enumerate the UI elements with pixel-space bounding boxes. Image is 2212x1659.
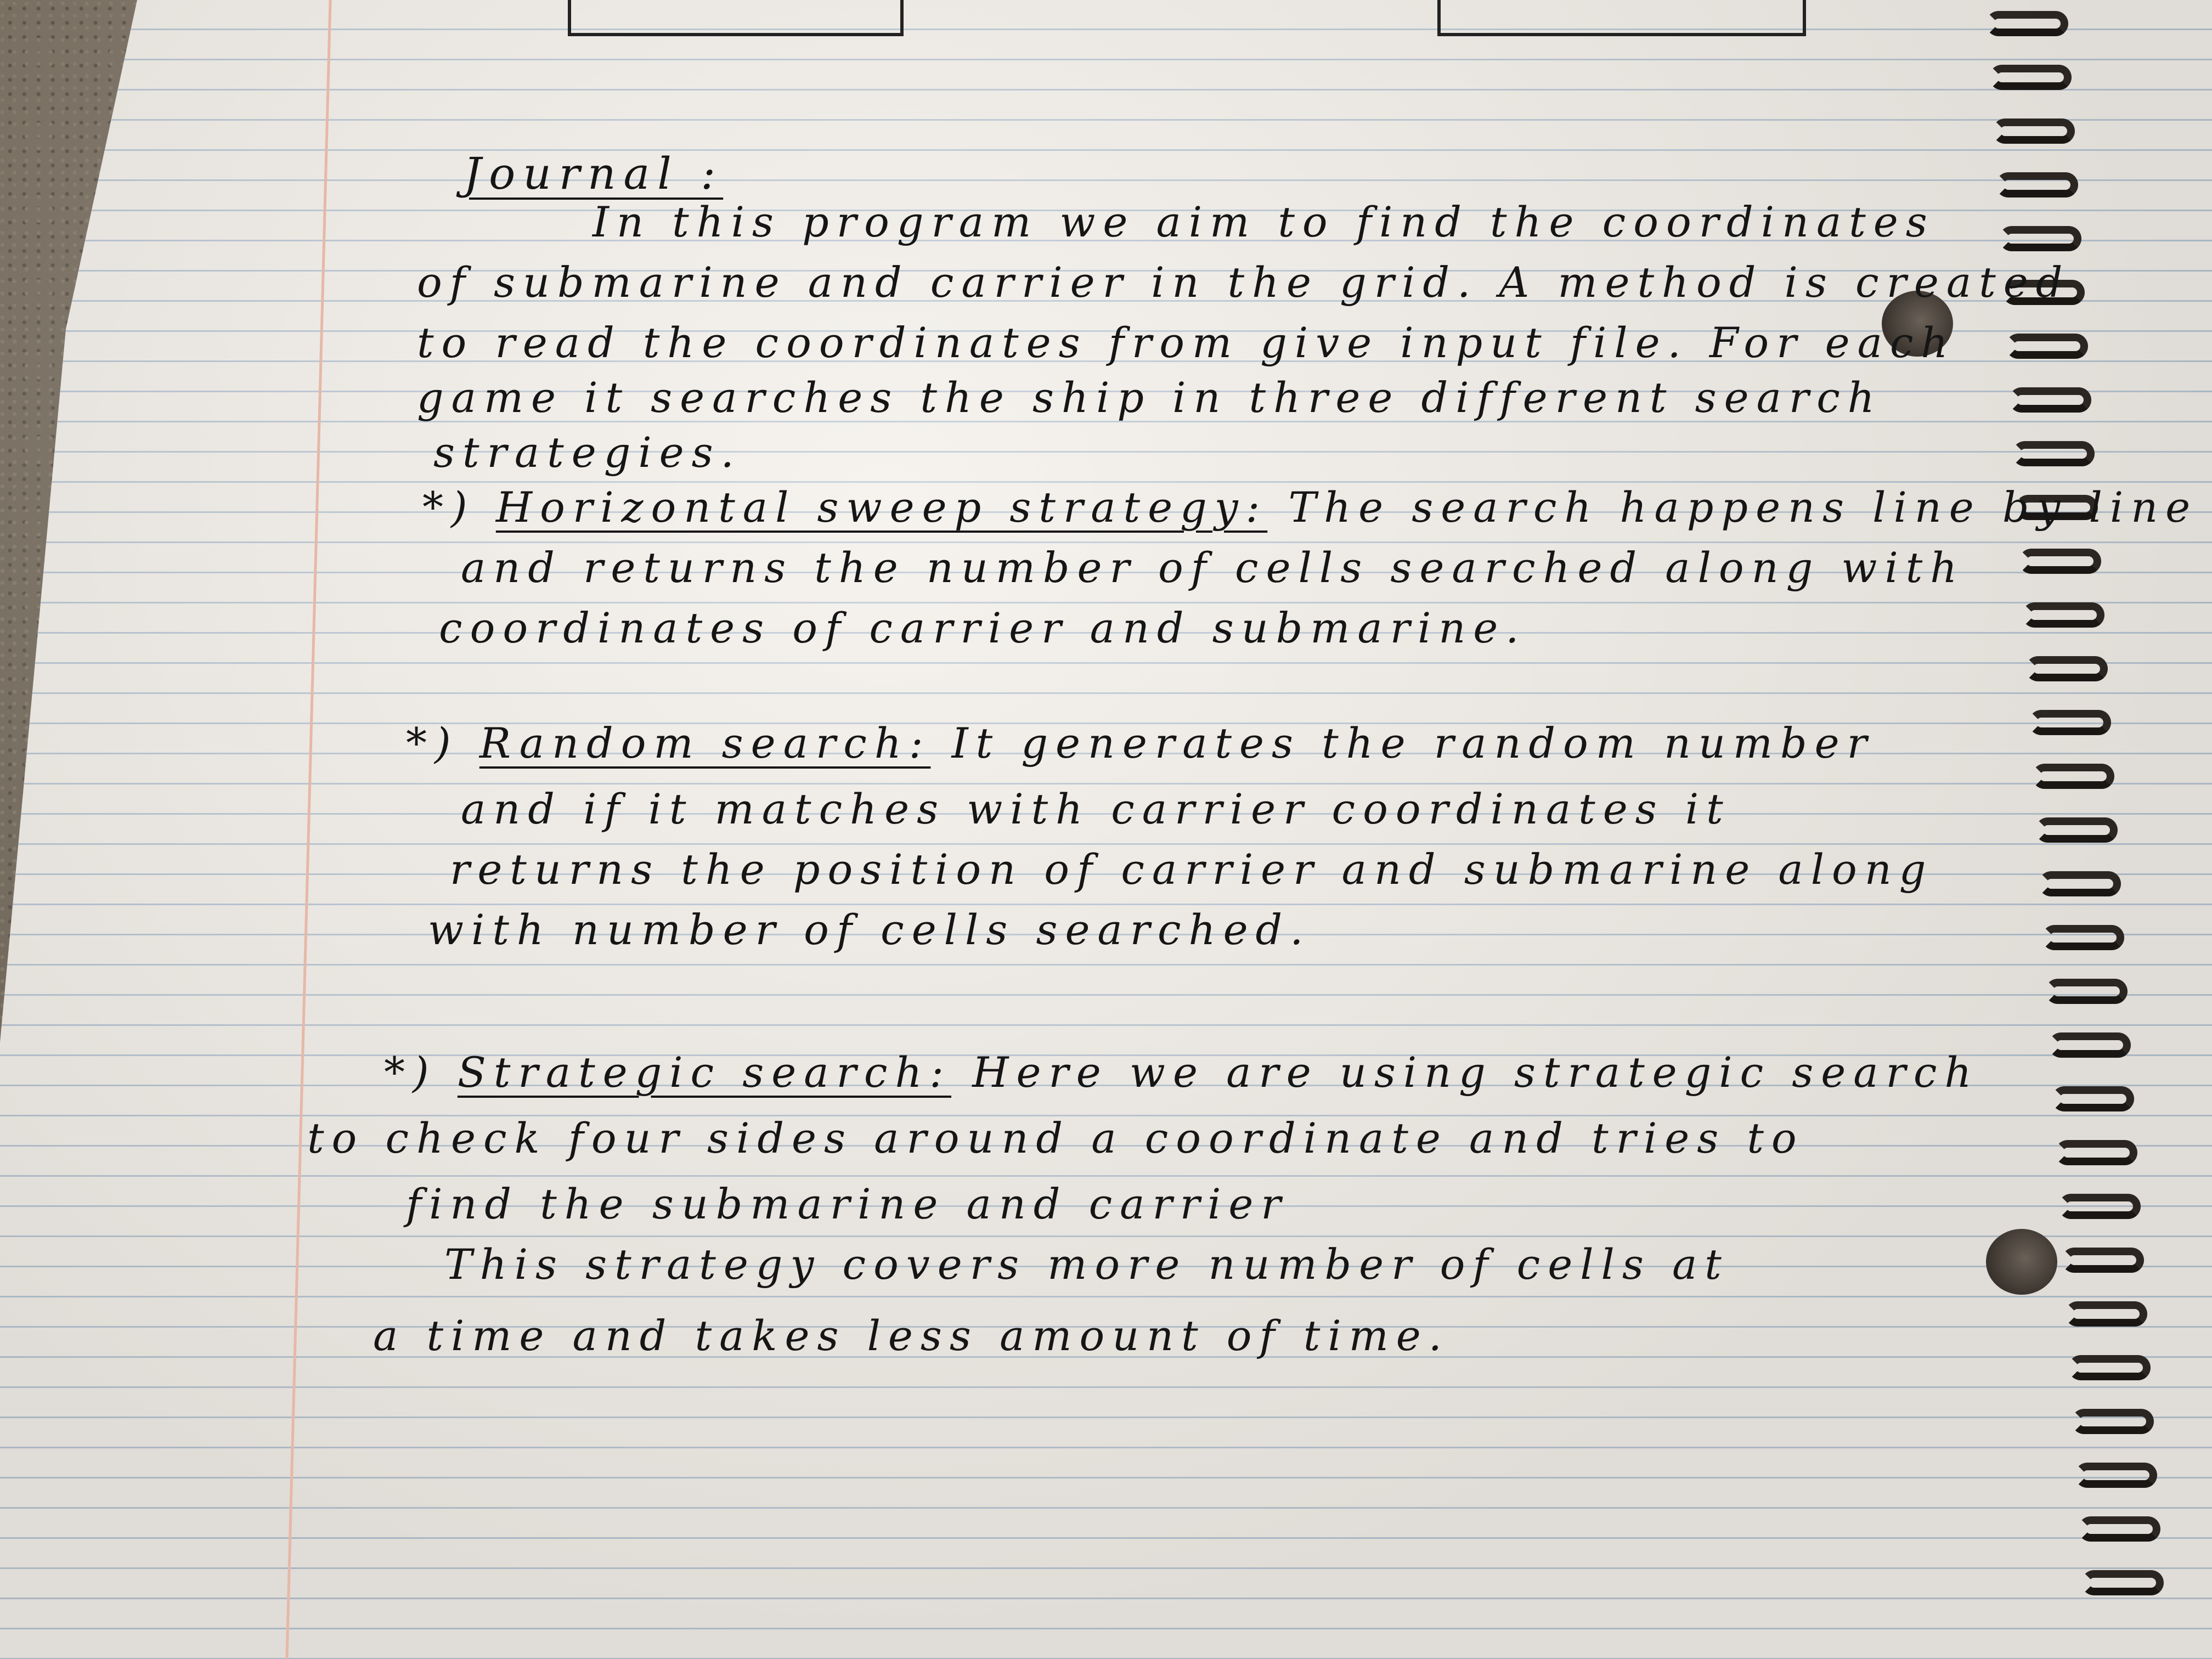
intro-line-5: strategies. [433, 428, 742, 477]
spiral-coil [2032, 764, 2114, 789]
spiral-coil [2025, 656, 2108, 681]
spiral-coil [2002, 280, 2085, 305]
journal-title: Journal : [464, 148, 724, 199]
spiral-coil [2019, 549, 2101, 574]
spiral-coil [2078, 1516, 2160, 1542]
strategy-1-line-1: The search happens line by line [1288, 483, 2198, 532]
bullet: *) [422, 483, 475, 532]
spiral-coil [2055, 1140, 2137, 1165]
intro-line-3: to read the coordinates from give input … [417, 318, 1956, 367]
spiral-coil [1993, 119, 2075, 144]
intro-line-1: In this program we aim to find the coord… [592, 198, 1935, 246]
drawn-box-right [1437, 0, 1806, 36]
strategy-3-heading: Strategic search: [457, 1048, 952, 1097]
strategy-1-heading: Horizontal sweep strategy: [495, 483, 1268, 532]
intro-line-2: of submarine and carrier in the grid. A … [417, 258, 2070, 307]
spiral-coil [1996, 172, 2078, 198]
strategy-3-line-1: Here we are using strategic search [972, 1048, 1979, 1097]
spiral-coil [2062, 1248, 2144, 1273]
spiral-coil [1989, 65, 2072, 90]
strategy-3-line-4: This strategy covers more number of cell… [444, 1240, 1729, 1289]
punch-hole-top [1882, 291, 1953, 357]
strategy-2: *) Random search: It generates the rando… [406, 719, 1875, 768]
strategy-3-line-5: a time and takes less amount of time. [373, 1311, 1449, 1360]
spiral-coil [2068, 1355, 2151, 1380]
spiral-coil [2075, 1463, 2157, 1488]
spiral-coil [2052, 1086, 2134, 1111]
drawn-box-left [568, 0, 904, 36]
bullet: *) [384, 1048, 437, 1097]
spiral-coil [2065, 1301, 2147, 1327]
spiral-coil [2049, 1032, 2131, 1058]
strategy-1-line-2: and returns the number of cells searched… [461, 543, 1965, 592]
strategy-2-line-1: It generates the random number [951, 719, 1875, 768]
spiral-coil [1999, 226, 2081, 251]
spiral-binding [1986, 11, 2212, 1657]
bullet: *) [406, 719, 459, 768]
spiral-coil [2039, 871, 2121, 896]
spiral-coil [2016, 495, 2098, 520]
strategy-2-heading: Random search: [479, 719, 931, 768]
strategy-3-line-3: find the submarine and carrier [406, 1180, 1289, 1228]
strategy-3-line-2: to check four sides around a coordinate … [307, 1114, 1804, 1163]
strategy-2-line-4: with number of cells searched. [428, 905, 1311, 954]
strategy-2-line-2: and if it matches with carrier coordinat… [461, 785, 1731, 833]
intro-line-4: game it searches the ship in three diffe… [417, 373, 1882, 422]
strategy-3: *) Strategic search: Here we are using s… [384, 1048, 1979, 1097]
spiral-coil [2072, 1409, 2154, 1434]
strategy-2-line-3: returns the position of carrier and subm… [450, 845, 1934, 894]
punch-hole-bottom [1986, 1229, 2057, 1295]
strategy-1: *) Horizontal sweep strategy: The search… [422, 483, 2198, 532]
spiral-coil [2035, 817, 2118, 843]
strategy-1-line-3: coordinates of carrier and submarine. [439, 603, 1527, 652]
spiral-coil [2006, 334, 2088, 359]
spiral-coil [1986, 11, 2068, 36]
spiral-coil [2045, 979, 2128, 1004]
spiral-coil [2058, 1194, 2141, 1219]
spiral-coil [2081, 1570, 2164, 1595]
spiral-coil [2042, 925, 2124, 950]
spiral-coil [2012, 441, 2095, 466]
spiral-coil [2009, 387, 2091, 413]
spiral-coil [2022, 602, 2104, 628]
spiral-coil [2029, 710, 2111, 735]
